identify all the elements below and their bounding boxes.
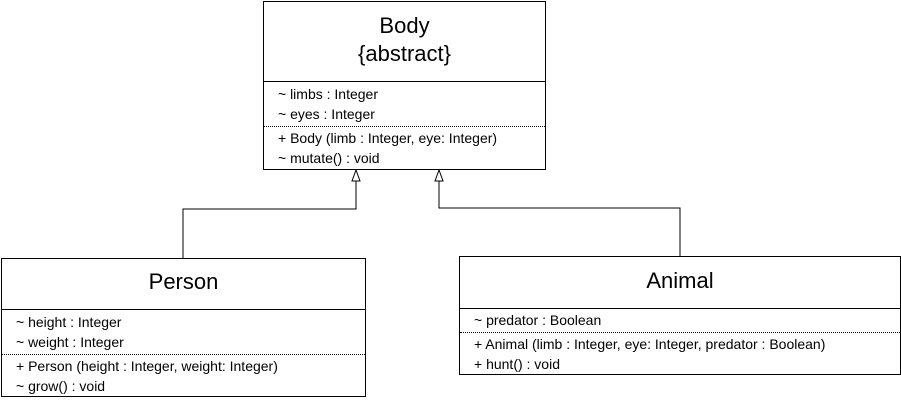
class-person[interactable]: Person ~ height : Integer ~ weight : Int… — [1, 258, 366, 397]
class-animal-attribute: ~ predator : Boolean — [474, 312, 602, 328]
class-person-attribute: ~ height : Integer — [16, 314, 122, 330]
class-person-operations: + Person (height : Integer, weight: Inte… — [2, 354, 365, 396]
class-body-operation: + Body (limb : Integer, eye: Integer) — [278, 130, 498, 146]
class-body-stereotype: {abstract} — [358, 41, 451, 66]
class-body-header: Body {abstract} — [264, 2, 545, 81]
class-person-attribute: ~ weight : Integer — [16, 334, 124, 350]
class-person-operation: + Person (height : Integer, weight: Inte… — [16, 358, 278, 374]
person-to-body-generalization-line — [182, 181, 357, 258]
class-body-operation: ~ mutate() : void — [278, 150, 380, 166]
class-body[interactable]: Body {abstract} ~ limbs : Integer ~ eyes… — [263, 1, 546, 170]
animal-generalization-arrowhead — [434, 168, 444, 182]
class-animal-operations: + Animal (limb : Integer, eye: Integer, … — [460, 332, 900, 374]
class-body-operations: + Body (limb : Integer, eye: Integer) ~ … — [264, 126, 545, 168]
class-animal-header: Animal — [460, 257, 900, 308]
class-person-header: Person — [2, 259, 365, 309]
class-body-name: Body — [379, 13, 430, 38]
class-animal-attributes: ~ predator : Boolean — [460, 308, 900, 332]
class-body-attribute: ~ limbs : Integer — [278, 86, 378, 102]
animal-to-body-generalization-line — [438, 181, 681, 256]
class-body-attribute: ~ eyes : Integer — [278, 106, 375, 122]
person-generalization-arrowhead — [351, 168, 361, 182]
class-person-name: Person — [148, 269, 219, 294]
class-person-attributes: ~ height : Integer ~ weight : Integer — [2, 309, 365, 354]
class-animal-operation: + Animal (limb : Integer, eye: Integer, … — [474, 336, 826, 352]
class-animal[interactable]: Animal ~ predator : Boolean + Animal (li… — [459, 256, 901, 375]
class-person-operation: ~ grow() : void — [16, 378, 106, 394]
class-animal-operation: + hunt() : void — [474, 356, 560, 372]
class-animal-name: Animal — [646, 268, 714, 293]
class-body-attributes: ~ limbs : Integer ~ eyes : Integer — [264, 81, 545, 126]
